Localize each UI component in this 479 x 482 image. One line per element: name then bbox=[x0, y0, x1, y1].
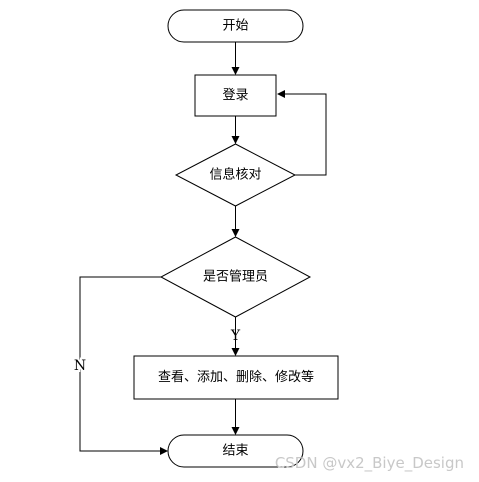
edge-manage-to-end bbox=[231, 399, 240, 435]
edge-admin-yes-to-manage: Y bbox=[230, 317, 241, 356]
verify-decision-node: 信息核对 bbox=[174, 143, 297, 207]
login-node: 登录 bbox=[194, 74, 277, 117]
start-node-label: 开始 bbox=[222, 19, 248, 34]
yes-label: Y bbox=[230, 328, 241, 344]
login-node-label: 登录 bbox=[222, 88, 248, 103]
admin-decision-label: 是否管理员 bbox=[203, 270, 268, 285]
edge-verify-loop-to-login bbox=[277, 90, 327, 176]
edge-login-to-verify bbox=[231, 116, 240, 144]
end-node-label: 结束 bbox=[222, 444, 248, 459]
manage-node: 查看、添加、删除、修改等 bbox=[133, 355, 339, 400]
watermark-text: CSDN @vx2_Biye_Design bbox=[275, 454, 464, 473]
admin-decision-node: 是否管理员 bbox=[159, 236, 312, 318]
end-node: 结束 bbox=[167, 434, 304, 468]
edge-start-to-login bbox=[231, 42, 240, 75]
start-node: 开始 bbox=[167, 9, 304, 43]
no-label: N bbox=[74, 358, 86, 374]
manage-node-label: 查看、添加、删除、修改等 bbox=[158, 369, 314, 385]
verify-decision-label: 信息核对 bbox=[209, 167, 261, 183]
edge-verify-to-admin-check bbox=[231, 206, 240, 237]
edge-admin-no-to-end: N bbox=[72, 276, 168, 455]
